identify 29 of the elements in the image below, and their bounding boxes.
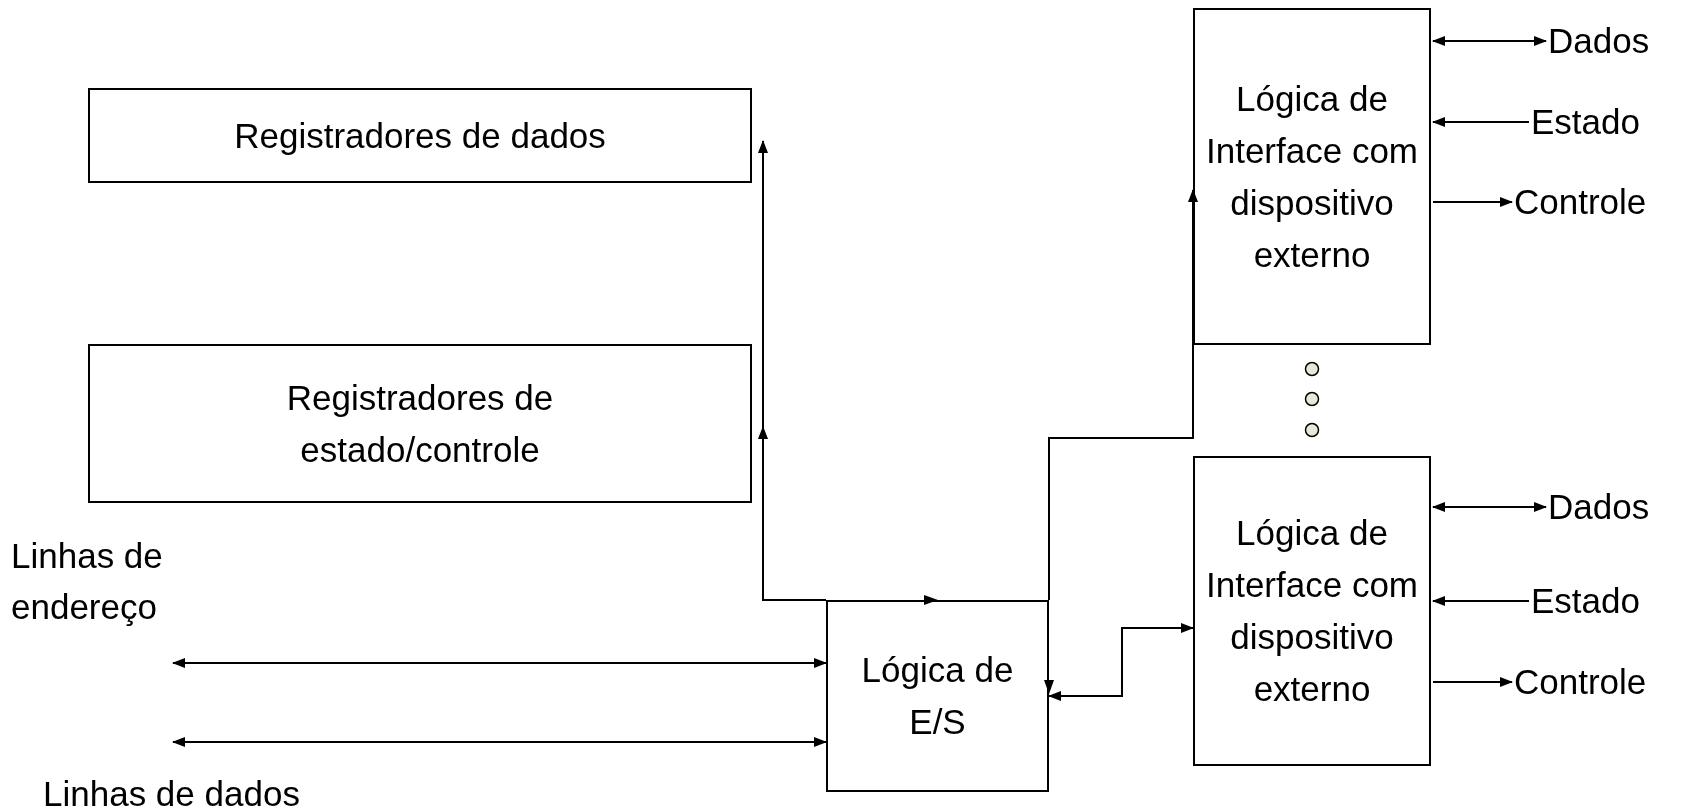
block-box <box>826 600 1049 792</box>
bus-label: Linhas de endereço <box>11 535 164 628</box>
block-text: Registradores de estado/controle <box>285 376 555 471</box>
signal-name: Estado <box>1531 101 1640 143</box>
block-text: Lógica de E/S <box>860 649 1015 743</box>
signal-name: Controle <box>1514 661 1647 703</box>
connector-arrow <box>1048 623 1194 701</box>
signal-name: Controle <box>1514 181 1647 223</box>
block-text: Registradores de dados <box>233 115 607 156</box>
connector-arrow <box>172 658 827 668</box>
connector-arrow <box>1048 189 1198 601</box>
signal-name: Estado <box>1531 580 1640 622</box>
signal-name: Dados <box>1548 20 1650 62</box>
connector-arrow <box>1432 677 1513 687</box>
signal-name: Dados <box>1548 486 1650 528</box>
connector-arrow <box>1432 36 1547 46</box>
connector-arrow <box>1432 502 1547 512</box>
bus-label: Linhas de dados <box>43 773 301 812</box>
block-box <box>1193 456 1431 766</box>
connector-arrow <box>758 426 827 601</box>
block-text: Lógica de Interface com dispositivo externo <box>1204 77 1419 276</box>
connector-arrow <box>1432 596 1530 606</box>
block-box <box>88 88 752 183</box>
connector-arrow <box>1432 117 1530 127</box>
block-box <box>1193 8 1431 345</box>
connector-arrow <box>1432 197 1513 207</box>
block-text: Lógica de Interface com dispositivo externo <box>1204 512 1419 710</box>
connector-arrow <box>172 737 827 747</box>
block-box <box>88 344 752 503</box>
